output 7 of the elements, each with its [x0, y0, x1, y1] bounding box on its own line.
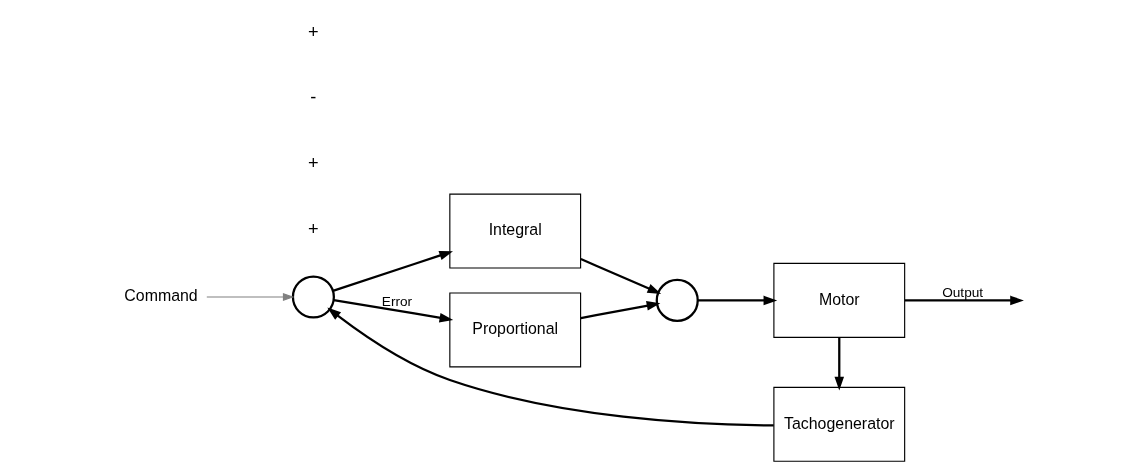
edge-label: Output [941, 284, 983, 300]
label: + [307, 219, 319, 240]
label: - [309, 87, 316, 108]
label: + [307, 153, 319, 174]
edge-label: Error [381, 293, 412, 309]
label: + [307, 21, 319, 42]
node-text: Command [123, 287, 198, 305]
